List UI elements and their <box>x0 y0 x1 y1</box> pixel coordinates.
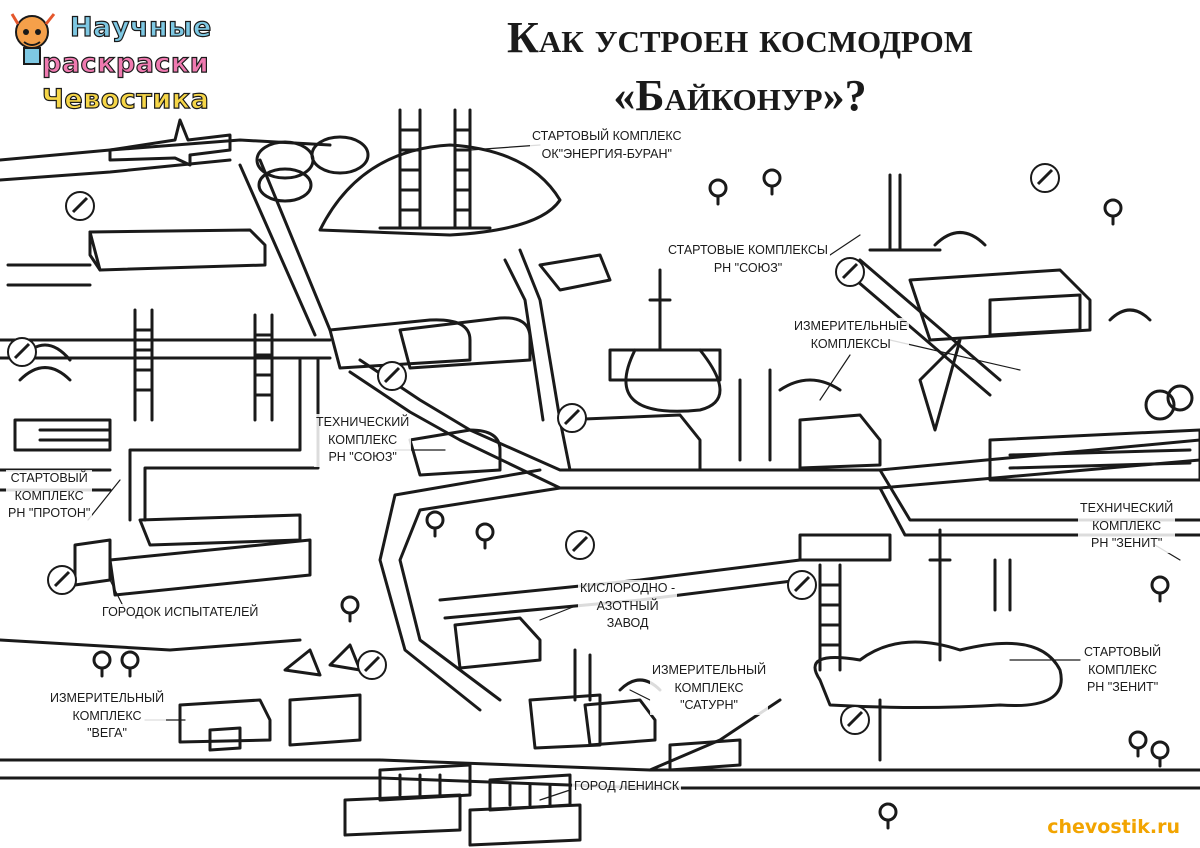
tree-icon <box>120 650 140 678</box>
label-line: РН "Протон" <box>8 506 91 520</box>
proton-complex <box>13 308 274 452</box>
tree-icon <box>708 178 728 206</box>
tree-icon <box>762 168 782 196</box>
label-line: Технический <box>1080 501 1174 515</box>
tree-icon <box>475 522 495 550</box>
label-line: Измерительный <box>50 691 165 705</box>
label-line: комплекс <box>328 432 398 447</box>
chevostik-pencil-badge-icon <box>65 191 95 221</box>
tree-icon <box>1150 740 1170 768</box>
label-line: комплекс <box>674 680 744 695</box>
chevostik-pencil-badge-icon <box>377 361 407 391</box>
label-line: комплекс <box>1088 662 1158 677</box>
logo-line-2: раскраски <box>41 48 210 79</box>
label-line: Стартовые комплексы <box>668 243 828 257</box>
label-line: Стартовый <box>10 471 88 485</box>
label-line: Кислородно - <box>580 581 676 595</box>
tree-icon <box>340 595 360 623</box>
label-line: Стартовый <box>1084 645 1162 659</box>
label-line: "Вега" <box>87 726 127 740</box>
airfield-area <box>88 118 562 272</box>
label-vega: Измерительный комплекс "Вега" <box>48 690 167 743</box>
airplane-icon <box>108 118 232 167</box>
label-zenit-technical: Технический комплекс РН "Зенит" <box>1078 500 1176 553</box>
vega-complex <box>178 643 362 752</box>
tree-icon <box>92 650 112 678</box>
tree-icon <box>878 802 898 830</box>
testers-town <box>73 513 312 597</box>
chevostik-pencil-badge-icon <box>835 257 865 287</box>
label-line: азотный <box>596 598 659 613</box>
chevostik-pencil-badge-icon <box>7 337 37 367</box>
page-title-line-1: Как устроен космодром <box>506 13 974 62</box>
tree-icon <box>1150 575 1170 603</box>
tree-icon <box>1128 730 1148 758</box>
trees <box>92 168 1194 830</box>
roads <box>0 138 1200 790</box>
oxygen-nitrogen-plant <box>453 616 742 772</box>
site-url: chevostik.ru <box>1047 816 1180 838</box>
label-line: Измерительные <box>794 319 908 333</box>
chevostik-pencil-badge-icon <box>1030 163 1060 193</box>
tree-icon <box>1103 198 1123 226</box>
label-line: РН "Зенит" <box>1086 680 1159 694</box>
logo-line-1: Научные <box>69 12 212 43</box>
label-soyuz-launch: Стартовые комплексы РН "Союз" <box>666 242 830 277</box>
label-line: комплекс <box>1092 518 1162 533</box>
label-line: Стартовый комплекс <box>532 129 682 143</box>
label-line: комплекс <box>14 488 84 503</box>
chevostik-pencil-badge-icon <box>357 650 387 680</box>
label-zenit-launch: Стартовый комплекс РН "Зенит" <box>1082 644 1164 697</box>
chevostik-logo: Научные раскраски Чевостика <box>4 6 294 124</box>
label-line: Измерительный <box>652 663 767 677</box>
label-saturn: Измерительный комплекс "Сатурн" <box>650 662 769 715</box>
soyuz-launch-complex <box>558 268 882 472</box>
label-line: РН "Союз" <box>713 260 783 275</box>
label-line: "Сатурн" <box>680 698 738 712</box>
page-title-line-2: «Байконур»? <box>613 71 867 120</box>
tree-icon <box>425 510 445 538</box>
label-line: Город Ленинск <box>574 779 680 793</box>
label-testers-town: Городок испытателей <box>100 604 261 622</box>
chevostik-badges <box>7 163 1060 735</box>
label-line: завод <box>606 616 649 630</box>
chevostik-pencil-badge-icon <box>557 403 587 433</box>
chevostik-pencil-badge-icon <box>787 570 817 600</box>
leninsk-town <box>343 763 582 847</box>
label-line: РН "Союз" <box>328 450 397 464</box>
chevostik-pencil-badge-icon <box>47 565 77 595</box>
label-line: комплексы <box>810 336 891 351</box>
chevostik-character-icon <box>10 13 56 65</box>
chevostik-pencil-badge-icon <box>840 705 870 735</box>
label-proton-launch: Стартовый комплекс РН "Протон" <box>6 470 93 523</box>
chevostik-pencil-badge-icon <box>565 530 595 560</box>
label-line: Городок испытателей <box>102 605 259 619</box>
tree-icon <box>1144 384 1194 421</box>
label-leninsk: Город Ленинск <box>572 778 682 796</box>
label-oxygen-plant: Кислородно - азотный завод <box>578 580 678 633</box>
label-line: комплекс <box>72 708 142 723</box>
northeast-complex <box>868 173 1152 432</box>
label-line: Технический <box>316 415 410 429</box>
logo-line-3: Чевостика <box>41 84 210 115</box>
label-soyuz-technical: Технический комплекс РН "Союз" <box>314 414 412 467</box>
label-energia-buran: Стартовый комплекс ОК"Энергия-Буран" <box>530 128 684 163</box>
rocket-icon <box>918 338 962 432</box>
soyuz-technical-hangars <box>328 253 612 477</box>
label-line: РН "Зенит" <box>1091 536 1163 550</box>
energia-buran-tower <box>378 108 492 230</box>
label-measuring-complexes: Измерительные комплексы <box>792 318 910 353</box>
label-line: ОК"Энергия-Буран" <box>541 146 672 161</box>
zenit-complex <box>798 428 1200 709</box>
